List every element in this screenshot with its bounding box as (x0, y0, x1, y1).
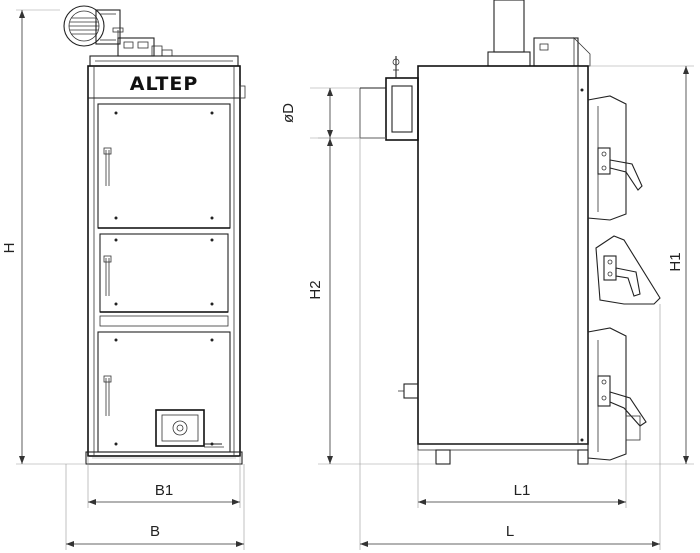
side-middle-door (595, 235, 661, 305)
dim-label-L1: L1 (514, 482, 531, 499)
lower-door (97, 331, 231, 453)
side-upper-door (587, 95, 643, 221)
control-panel-icon (112, 27, 173, 57)
front-dimensions: H B1 B (1, 9, 245, 550)
side-body (417, 65, 589, 445)
chimney-pipe (493, 0, 525, 53)
dim-label-L: L (506, 523, 514, 540)
ash-door-inlet (155, 409, 205, 447)
side-view (359, 0, 661, 465)
upper-door (97, 103, 231, 229)
dim-label-D: øD (280, 103, 297, 123)
door-handle-icon (597, 375, 647, 427)
dim-label-H1: H1 (667, 252, 684, 271)
door-handle-icon (603, 255, 641, 297)
front-view: ALTEP (63, 5, 246, 465)
brand-logo: ALTEP (130, 73, 199, 95)
dim-label-B1: B1 (155, 482, 173, 499)
fan-icon (63, 5, 121, 47)
front-body (87, 65, 241, 457)
middle-door (99, 233, 229, 327)
door-handle-icon (597, 147, 643, 191)
flue-outlet (359, 56, 419, 141)
dim-label-H2: H2 (307, 280, 324, 299)
dim-label-B: B (150, 523, 160, 540)
dim-label-H: H (1, 243, 18, 254)
side-dimensions: øD H2 H1 L1 L (280, 65, 694, 550)
side-lower-door (587, 327, 647, 461)
